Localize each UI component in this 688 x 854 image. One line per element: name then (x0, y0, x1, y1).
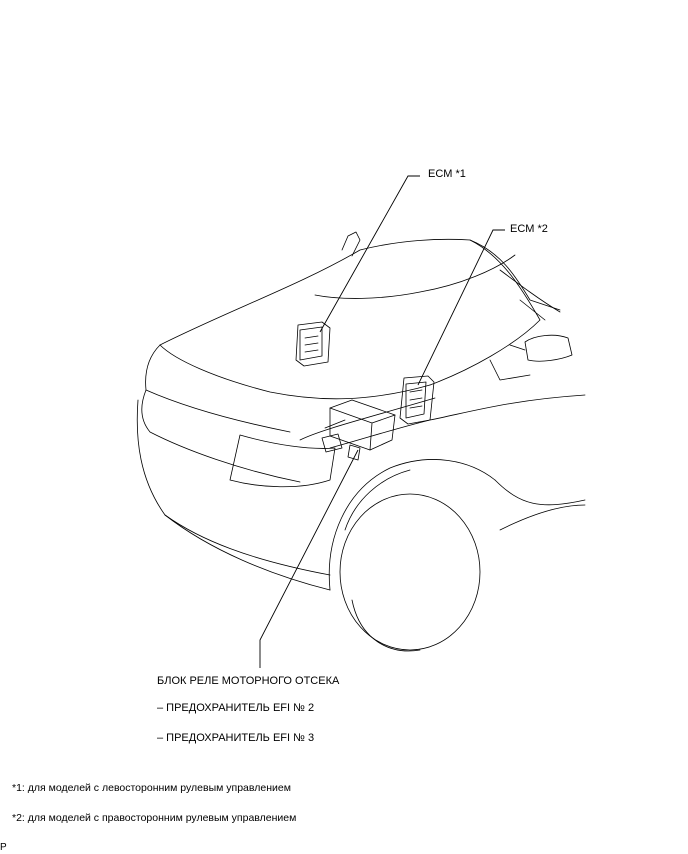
hood-front-edge (159, 344, 431, 400)
tire-tread (351, 599, 421, 652)
ecm-1-module (295, 321, 331, 367)
grille-top (145, 344, 291, 433)
relay-block (299, 397, 436, 461)
headlight (229, 434, 336, 488)
a-pillar (469, 239, 561, 311)
rocker-panel (494, 479, 586, 531)
fuse-efi3-label: – ПРЕДОХРАНИТЕЛЬ EFI № 3 (157, 732, 315, 744)
ecm-2-label: ECM *2 (510, 223, 548, 235)
footnote-1: *1: для моделей с левосторонним рулевым … (12, 782, 291, 794)
front-wheel (339, 493, 481, 651)
corner-mark: P (0, 842, 7, 853)
fuse-efi2-label: – ПРЕДОХРАНИТЕЛЬ EFI № 2 (157, 702, 315, 714)
leader-ecm2 (417, 229, 505, 386)
hood-crease (314, 254, 516, 299)
bumper-lower (164, 514, 331, 576)
footnote-2: *2: для моделей с правосторонним рулевым… (12, 812, 297, 824)
hood-outline (159, 238, 541, 386)
right-mirror (524, 334, 573, 362)
right-mirror-arm (489, 344, 531, 381)
leader-ecm1 (319, 175, 420, 333)
grille-outline (141, 389, 301, 483)
leader-relay-block (259, 449, 359, 668)
wheel-arch (328, 459, 496, 591)
wheel-arch-inner (344, 469, 411, 531)
relay-block-label: БЛОК РЕЛЕ МОТОРНОГО ОТСЕКА (157, 675, 340, 687)
bumper (136, 399, 331, 591)
ecm-1-label: ECM *1 (428, 168, 466, 180)
left-mirror (341, 231, 361, 257)
windshield (499, 269, 561, 321)
